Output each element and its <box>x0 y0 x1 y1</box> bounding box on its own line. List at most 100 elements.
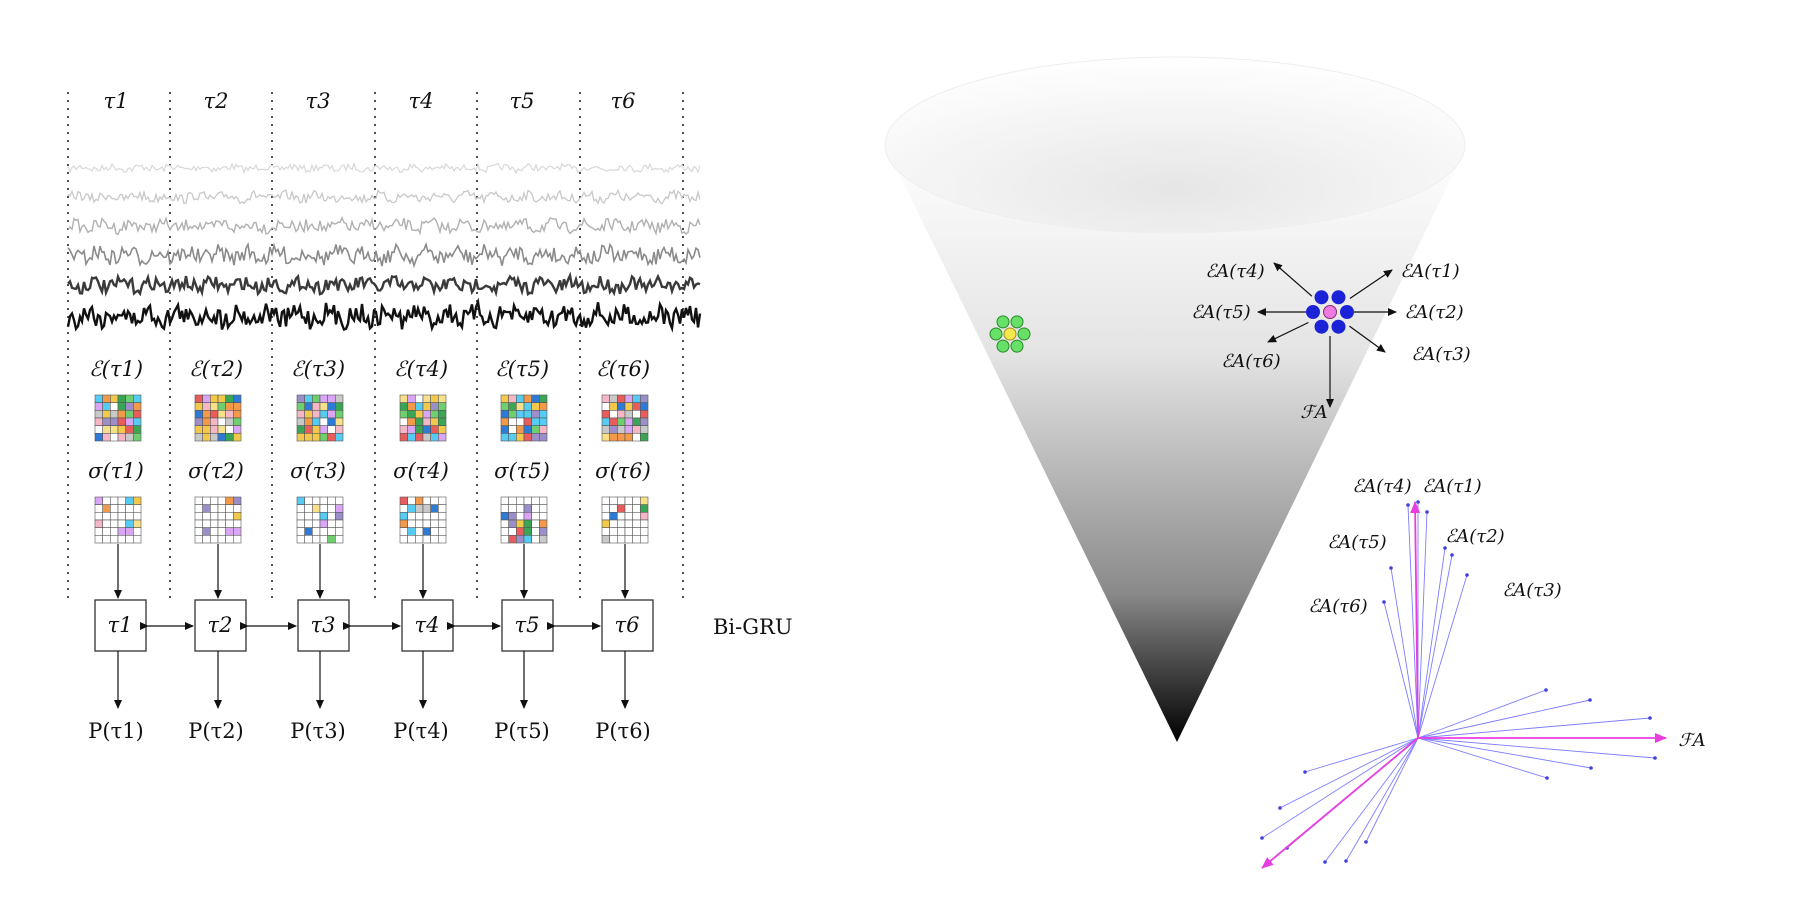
embedding-matrix <box>399 394 447 442</box>
star-endpoint <box>1278 806 1282 810</box>
sigma-label: σ(τ1) <box>88 459 144 483</box>
gru-cell-label: τ5 <box>515 613 540 637</box>
sigma-matrix <box>194 496 242 544</box>
embedding-label: ℰ(τ5) <box>495 357 549 381</box>
star-line <box>1417 554 1453 739</box>
embedding-matrices <box>94 394 649 442</box>
cone-arrow-label: ℰA(τ5) <box>1191 302 1250 323</box>
blue-dot <box>1306 305 1320 319</box>
cone-arrow-label: ℰA(τ1) <box>1400 261 1459 282</box>
time-step-label: τ6 <box>611 89 636 113</box>
blue-dot <box>1314 319 1329 334</box>
star-endpoint <box>1303 770 1307 774</box>
star-label: ℰA(τ5) <box>1327 532 1386 553</box>
star-endpoint <box>1653 756 1657 760</box>
sigma-matrices <box>94 496 649 544</box>
signal-trace <box>66 297 702 333</box>
green-dot <box>996 315 1010 329</box>
embedding-label: ℰ(τ2) <box>189 357 243 381</box>
star-line <box>1417 574 1468 739</box>
star-line <box>1407 504 1419 739</box>
star-endpoint <box>1589 766 1593 770</box>
cone-arrow <box>1273 262 1313 297</box>
star-center-label: ℱA <box>1678 730 1705 751</box>
embedding-matrix <box>601 394 649 442</box>
star-label: ℰA(τ3) <box>1502 580 1561 601</box>
star-line <box>1417 689 1547 739</box>
gru-cell-label: τ2 <box>208 613 233 637</box>
blue-dot <box>1314 290 1329 305</box>
cone-arrow <box>1349 269 1393 299</box>
sigma-label: σ(τ2) <box>188 459 244 483</box>
highlight-arrow-down <box>1261 737 1419 869</box>
star-endpoint <box>1364 840 1368 844</box>
sigma-label: σ(τ6) <box>595 459 651 483</box>
star-endpoint <box>1443 546 1447 550</box>
spd-cone: ℰA(τ4)ℰA(τ1)ℰA(τ5)ℰA(τ2)ℰA(τ6)ℰA(τ3)ℱA <box>884 56 1471 742</box>
star-line <box>1383 601 1419 739</box>
star-label: ℰA(τ2) <box>1445 526 1504 547</box>
star-label: ℰA(τ1) <box>1422 476 1481 497</box>
time-step-label: τ5 <box>510 89 535 113</box>
star-endpoint <box>1389 566 1393 570</box>
sigma-label: σ(τ3) <box>290 459 346 483</box>
green-cluster <box>989 315 1031 353</box>
embedding-matrix <box>296 394 344 442</box>
star-line <box>1417 737 1592 769</box>
sigma-label: σ(τ4) <box>393 459 449 483</box>
star-endpoint <box>1416 500 1420 504</box>
blue-dot <box>1331 319 1346 334</box>
sigma-matrix <box>296 496 344 544</box>
star-line <box>1304 737 1419 773</box>
star-endpoint <box>1450 553 1454 557</box>
green-dot <box>1017 327 1031 341</box>
cone-arrow-label: ℰA(τ4) <box>1205 261 1264 282</box>
eeg-signal-traces <box>66 161 702 333</box>
star-label: ℰA(τ6) <box>1308 596 1367 617</box>
star-line <box>1417 699 1591 739</box>
sigma-matrix <box>500 496 548 544</box>
output-label: P(τ6) <box>595 719 651 743</box>
signal-trace <box>67 241 701 269</box>
cone-center-label: ℱA <box>1300 402 1327 423</box>
blue-dot <box>1331 290 1346 305</box>
star-line <box>1417 547 1446 739</box>
time-step-label: τ2 <box>204 89 229 113</box>
highlight-arrow-up <box>1410 501 1421 739</box>
star-line <box>1261 737 1419 839</box>
star-endpoint <box>1323 860 1327 864</box>
gru-cell-label: τ4 <box>415 613 440 637</box>
tangent-space-star: ℰA(τ4) ℰA(τ1) ℰA(τ5) ℰA(τ2) ℰA(τ6) ℰA(τ3) ℱA <box>1260 476 1706 869</box>
signal-trace <box>67 271 701 298</box>
blue-dot <box>1340 305 1354 319</box>
embedding-label: ℰ(τ6) <box>596 357 650 381</box>
star-line <box>1417 737 1656 759</box>
star-line <box>1417 717 1651 739</box>
star-endpoint <box>1465 573 1469 577</box>
pink-center-dot <box>1323 305 1337 319</box>
star-line <box>1279 737 1419 809</box>
star-endpoint <box>1545 776 1549 780</box>
output-label: P(τ3) <box>290 719 346 743</box>
output-probabilities: P(τ1)P(τ2)P(τ3)P(τ4)P(τ5)P(τ6) <box>88 719 651 743</box>
green-dot <box>1010 339 1024 353</box>
output-label: P(τ2) <box>188 719 244 743</box>
cone-arrows <box>1257 262 1397 408</box>
embedding-label: ℰ(τ4) <box>394 357 448 381</box>
gru-cell-label: τ3 <box>311 613 336 637</box>
star-line <box>1417 737 1548 779</box>
embedding-matrix <box>94 394 142 442</box>
gru-cell-box <box>501 599 554 652</box>
cone-arrow <box>1349 325 1386 353</box>
star-endpoint <box>1544 688 1548 692</box>
star-lines <box>1260 500 1667 869</box>
gru-cell-box <box>194 599 247 652</box>
time-step-label: τ4 <box>409 89 434 113</box>
output-label: P(τ5) <box>494 719 550 743</box>
cone-top-ellipse <box>884 56 1466 234</box>
star-label: ℰA(τ4) <box>1352 476 1411 497</box>
output-label: P(τ4) <box>393 719 449 743</box>
